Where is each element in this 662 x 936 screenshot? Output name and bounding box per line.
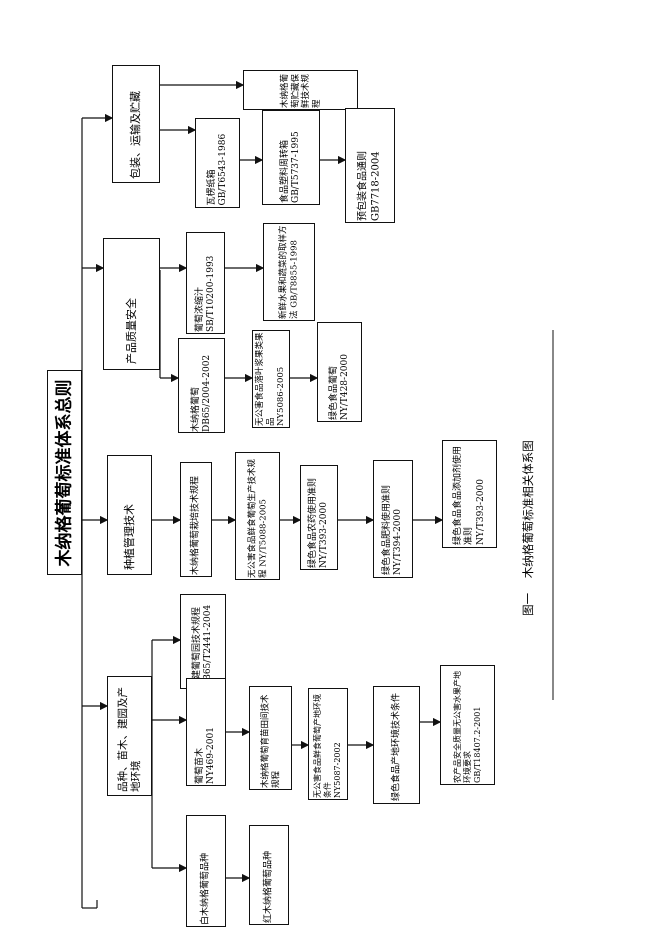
node-munage-std: 木纳格葡萄 DB65/2004-2002: [178, 338, 225, 433]
branch-quality: 产品质量安全: [103, 238, 160, 370]
branch-quality-label: 产品质量安全: [124, 298, 138, 364]
node-sampling: 新鲜水果和蔬菜的取样方法 GB/T8855-1998: [263, 223, 315, 321]
node-white-variety: 白木纳格葡萄品种: [186, 815, 226, 927]
node-green-fertilizer: 绿色食品肥料使用准则 NY/T394-2000: [373, 460, 413, 578]
node-seedling-std: 葡萄苗木 NY469-2001: [186, 678, 226, 786]
node-munage-std-label: 木纳格葡萄 DB65/2004-2002: [190, 354, 212, 432]
root-title: 木纳格葡萄标准体系总则: [53, 379, 74, 566]
node-green-env-label: 绿色食品产地环境技术条件: [390, 692, 401, 801]
node-pf-fruit-label: 无公害食品落叶浆果类果品 NY5086-2005: [255, 332, 287, 426]
node-plastic-crate: 食品塑料周转箱 GB/T5737-1995: [262, 110, 320, 205]
node-agri-safety-env: 农产品安全质量无公害水果产地环境要求 GB/T18407.2-2001: [440, 665, 495, 785]
figure-caption-box: 图一 木纳格葡萄标准相关体系图: [508, 428, 548, 628]
node-pf-production: 无公害食品鲜食葡萄生产技术规程 NY/T5088-2005: [235, 452, 280, 580]
node-new-vineyard: 新建葡萄园技术规程 DB65/T2441-2004: [180, 594, 226, 689]
root-box: 木纳格葡萄标准体系总则: [47, 370, 82, 575]
branch-packaging: 包装、运输及贮藏: [112, 65, 160, 183]
node-prepack-label-text: 预包装食品通则 GB7718-2004: [357, 150, 382, 221]
node-plastic-crate-label: 食品塑料周转箱 GB/T5737-1995: [279, 130, 301, 203]
node-cultivation-reg-label: 木纳格葡萄栽培技术规程: [190, 475, 201, 575]
node-nursery-tech: 木纳格葡萄育苗田间技术规程: [249, 686, 292, 790]
node-nursery-tech-label: 木纳格葡萄育苗田间技术规程: [259, 694, 281, 788]
node-carton: 瓦楞纸箱 GB/T6543-1986: [195, 118, 240, 208]
node-pf-production-label: 无公害食品鲜食葡萄生产技术规程 NY/T5088-2005: [246, 458, 268, 578]
node-new-vineyard-label: 新建葡萄园技术规程 DB65/T2441-2004: [191, 604, 213, 688]
node-green-pesticide: 绿色食品农药使用准则 NY/T393-2000: [300, 465, 338, 570]
node-green-grape: 绿色食品葡萄 NY/T428-2000: [317, 322, 362, 422]
branch-variety-label: 品种、苗木、建园及产地环境: [116, 687, 142, 792]
node-red-variety-label: 红木纳格葡萄品种: [263, 850, 274, 923]
node-storage-tech: 木纳格葡萄贮藏保鲜技术规程: [243, 70, 358, 110]
branch-cultivation-label: 种植管理技术: [122, 504, 136, 570]
node-seedling-std-label: 葡萄苗木 NY469-2001: [194, 727, 216, 784]
node-green-pesticide-label: 绿色食品农药使用准则 NY/T393-2000: [307, 477, 329, 568]
node-white-variety-label: 白木纳格葡萄品种: [200, 852, 211, 925]
node-green-env: 绿色食品产地环境技术条件: [373, 686, 420, 804]
node-sampling-label: 新鲜水果和蔬菜的取样方法 GB/T8855-1998: [278, 225, 299, 319]
branch-cultivation: 种植管理技术: [107, 455, 152, 575]
branch-variety: 品种、苗木、建园及产地环境: [107, 676, 152, 796]
node-green-additive: 绿色食品食品添加剂使用准则 NY/T393-2000: [442, 440, 497, 548]
node-pf-fruit: 无公害食品落叶浆果类果品 NY5086-2005: [252, 330, 290, 428]
node-green-fertilizer-label: 绿色食品肥料使用准则 NY/T394-2000: [381, 484, 403, 575]
node-juice-std: 葡萄浓缩汁 SB/T10200-1993: [186, 232, 225, 334]
node-agri-safety-env-label: 农产品安全质量无公害水果产地环境要求 GB/T18407.2-2001: [452, 671, 482, 783]
node-pf-env-label: 无公害食品鲜食葡萄产地环境条件 NY5087-2002: [313, 694, 342, 798]
node-pf-env: 无公害食品鲜食葡萄产地环境条件 NY5087-2002: [308, 688, 348, 800]
node-juice-std-label: 葡萄浓缩汁 SB/T10200-1993: [194, 255, 216, 332]
node-green-additive-label: 绿色食品食品添加剂使用准则 NY/T393-2000: [452, 445, 486, 545]
node-green-grape-label: 绿色食品葡萄 NY/T428-2000: [328, 354, 350, 420]
node-red-variety: 红木纳格葡萄品种: [249, 825, 289, 925]
node-prepack-label: 预包装食品通则 GB7718-2004: [345, 108, 395, 223]
node-cultivation-reg: 木纳格葡萄栽培技术规程: [180, 462, 212, 577]
node-carton-label: 瓦楞纸箱 GB/T6543-1986: [206, 133, 228, 206]
figure-caption: 图一 木纳格葡萄标准相关体系图: [520, 440, 535, 616]
node-storage-tech-label: 木纳格葡萄贮藏保鲜技术规程: [279, 73, 322, 108]
branch-packaging-label: 包装、运输及贮藏: [129, 91, 143, 179]
